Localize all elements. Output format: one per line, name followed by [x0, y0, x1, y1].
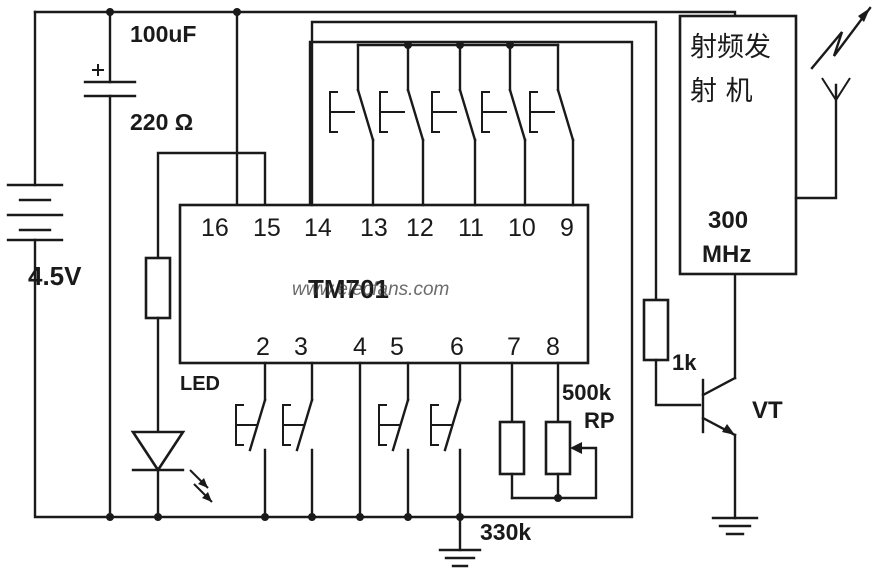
key-switch-12 — [379, 43, 425, 207]
pot-name-label: RP — [584, 408, 615, 433]
antenna — [794, 6, 872, 200]
base-resistor: 1k — [310, 20, 702, 407]
transistor-label: VT — [752, 397, 783, 424]
pin-label-4: 4 — [353, 333, 367, 361]
pin-label-12: 12 — [406, 214, 434, 242]
ic-tm701: TM701 www.elecfans.com 16 15 14 13 12 11… — [178, 203, 590, 365]
led-branch: 220 Ω LED — [130, 109, 267, 519]
pin-label-7: 7 — [507, 333, 521, 361]
battery: 4.5V — [6, 183, 82, 291]
frequency-value: 300 — [708, 207, 748, 234]
resistor-330k — [498, 420, 526, 476]
pin-label-3: 3 — [294, 333, 308, 361]
key-switch-11 — [431, 43, 477, 207]
key-switch-3 — [282, 361, 314, 519]
ic-label: TM701 — [308, 274, 389, 304]
bottom-key-switches — [235, 361, 462, 519]
rf-transmitter: 射频发 射 机 300 MHz — [678, 14, 798, 276]
capacitor: 100uF — [83, 10, 196, 519]
frequency-unit: MHz — [702, 241, 751, 268]
key-switch-6 — [430, 361, 462, 519]
watermark: www.elecfans.com — [292, 279, 449, 300]
pin-label-5: 5 — [390, 333, 404, 361]
pin-label-10: 10 — [508, 214, 536, 242]
pin-label-14: 14 — [304, 214, 332, 242]
led-label: LED — [180, 373, 220, 395]
battery-label: 4.5V — [28, 261, 82, 291]
transmitter-line2: 射 机 — [690, 76, 753, 107]
pin-label-11: 11 — [458, 214, 484, 242]
key-switch-2 — [235, 361, 267, 519]
transmitter-line1: 射频发 — [690, 32, 771, 63]
resistor-base-label: 1k — [672, 350, 697, 375]
pin-label-8: 8 — [546, 333, 560, 361]
key-switch-9 — [529, 43, 575, 207]
pin-label-9: 9 — [560, 214, 574, 242]
pin-label-13: 13 — [360, 214, 388, 242]
pot-value-label: 500k — [562, 380, 612, 405]
pin-label-16: 16 — [201, 214, 229, 242]
pin-label-6: 6 — [450, 333, 464, 361]
pin-label-2: 2 — [256, 333, 270, 361]
ground-symbol: 330k — [438, 515, 531, 568]
potentiometer-rp — [544, 420, 572, 476]
top-key-switches — [329, 41, 575, 207]
junctions — [106, 8, 464, 521]
pin-label-15: 15 — [253, 214, 281, 242]
key-switch-5 — [378, 361, 410, 519]
resistor-bottom-label: 330k — [480, 519, 531, 545]
key-switch-13 — [329, 43, 375, 207]
oscillator-network: 500k RP — [498, 361, 615, 502]
resistor-led-label: 220 Ω — [130, 109, 193, 135]
transistor-vt: VT — [701, 273, 783, 536]
key-switch-10 — [481, 43, 527, 207]
capacitor-label: 100uF — [130, 21, 196, 47]
